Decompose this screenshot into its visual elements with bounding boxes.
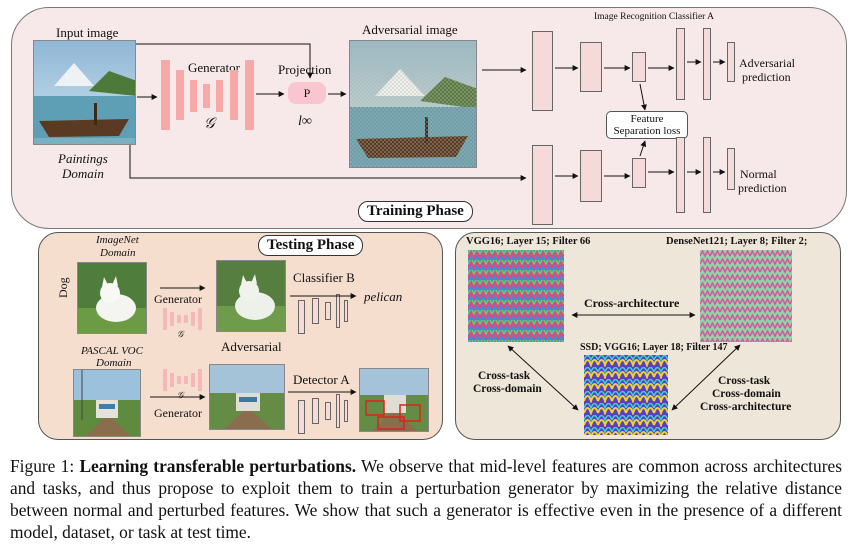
caption-bold-title: Learning transferable perturbations. (79, 456, 357, 476)
testing-phase-label: Testing Phase (258, 235, 364, 256)
classifier-layer (298, 300, 305, 334)
pelican-label: pelican (364, 289, 403, 304)
classifier-layer (676, 28, 685, 100)
generator-layer (176, 70, 184, 120)
imagenet-line-2: Domain (100, 247, 136, 259)
vgg-label: VGG16; Layer 15; Filter 66 (466, 236, 591, 247)
classifier-layer (344, 300, 348, 322)
classifier-layer (312, 298, 319, 324)
adversarial-prediction-line-1: Adversarial (739, 56, 795, 70)
test-generator-label-1: Generator (154, 292, 202, 306)
norm-symbol: l∞ (298, 114, 312, 129)
dog-image (77, 262, 147, 334)
detector-layer (325, 402, 331, 420)
loss-line-2: Separation loss (613, 125, 681, 137)
generator-layer (184, 315, 188, 323)
classifier-layer (703, 137, 711, 213)
generator-layer (163, 369, 167, 391)
adversarial-dog-image (216, 260, 286, 332)
arrows-overlay (129, 43, 741, 411)
train-image (73, 369, 141, 437)
projection-label: Projection (278, 62, 332, 77)
domain-line-1: Paintings (58, 151, 108, 166)
generator-layer (163, 308, 167, 330)
generator-layer (190, 80, 197, 112)
classifier-layer (632, 52, 646, 82)
classifier-layer (532, 145, 553, 225)
generator-layer (177, 315, 181, 323)
generator-layer (198, 308, 202, 330)
cross-architecture-label: Cross-architecture (584, 296, 680, 310)
generator-layer (184, 376, 188, 384)
classifier-a-label: Image Recognition Classifier A (594, 12, 715, 22)
generator-layer (191, 373, 195, 387)
test-generator-label-2: Generator (154, 406, 202, 420)
densenet-label: DenseNet121; Layer 8; Filter 2; (666, 236, 808, 247)
normal-prediction-line-2: prediction (738, 181, 787, 195)
generator-layer (170, 312, 174, 326)
generator-layer (230, 70, 238, 120)
detector-layer (344, 400, 348, 422)
classifier-layer (676, 137, 685, 213)
generator-symbol: 𝒢 (204, 116, 215, 132)
ssd-feature-visualization (584, 355, 668, 435)
classifier-layer (632, 158, 646, 188)
caption-prefix: Figure 1: (10, 456, 80, 476)
generator-layer (191, 312, 195, 326)
input-painting-image (33, 40, 136, 145)
classifier-b-label: Classifier B (293, 270, 355, 285)
detector-a-label: Detector A (293, 372, 350, 387)
test-generator-symbol-1: 𝒢 (177, 329, 184, 339)
loss-line-1: Feature (630, 113, 664, 125)
ssd-label: SSD; VGG16; Layer 18; Filter 147 (580, 342, 728, 353)
generator-layer (245, 60, 254, 130)
generator-layer (177, 376, 181, 384)
classifier-layer (336, 294, 340, 328)
input-image-label: Input image (56, 25, 119, 40)
detection-output-image (359, 368, 429, 432)
generator-layer (161, 60, 170, 130)
caption-body: We observe that mid-level features are c… (10, 456, 842, 542)
generator-layer (203, 84, 210, 108)
voc-line-2: Domain (96, 357, 132, 369)
generator-layer (170, 373, 174, 387)
training-phase-label: Training Phase (358, 201, 473, 222)
densenet-feature-visualization (700, 250, 792, 342)
generator-layer (198, 369, 202, 391)
classifier-layer (727, 42, 735, 82)
classifier-layer (727, 148, 735, 190)
classifier-layer (580, 150, 602, 202)
detector-layer (312, 398, 319, 424)
domain-line-2: Domain (62, 166, 104, 181)
classifier-layer (580, 42, 602, 92)
detector-layer (336, 394, 340, 428)
normal-prediction-line-1: Normal (740, 167, 777, 181)
test-generator-symbol-2: 𝒢 (177, 390, 184, 400)
figure-caption: Figure 1: Learning transferable perturba… (10, 455, 842, 543)
adversarial-image-label: Adversarial image (362, 22, 458, 37)
classifier-layer (703, 28, 711, 100)
classifier-layer (325, 302, 331, 320)
adversarial-prediction-line-2: prediction (742, 70, 791, 84)
generator-layer (216, 80, 223, 112)
classifier-layer (532, 31, 553, 111)
imagenet-line-1: ImageNet (96, 234, 139, 246)
vgg-feature-visualization (468, 250, 564, 342)
detector-layer (298, 400, 305, 434)
projection-box: P (288, 82, 326, 104)
adversarial-train-image (209, 364, 285, 430)
voc-line-1: PASCAL VOC (81, 345, 143, 357)
feature-separation-loss-box: Feature Separation loss (606, 111, 688, 139)
generator-label: Generator (188, 60, 240, 75)
adversarial-label: Adversarial (221, 339, 282, 354)
figure-1: Input image Paintings Domain Generator 𝒢… (11, 7, 847, 440)
adversarial-painting-image (349, 40, 477, 168)
